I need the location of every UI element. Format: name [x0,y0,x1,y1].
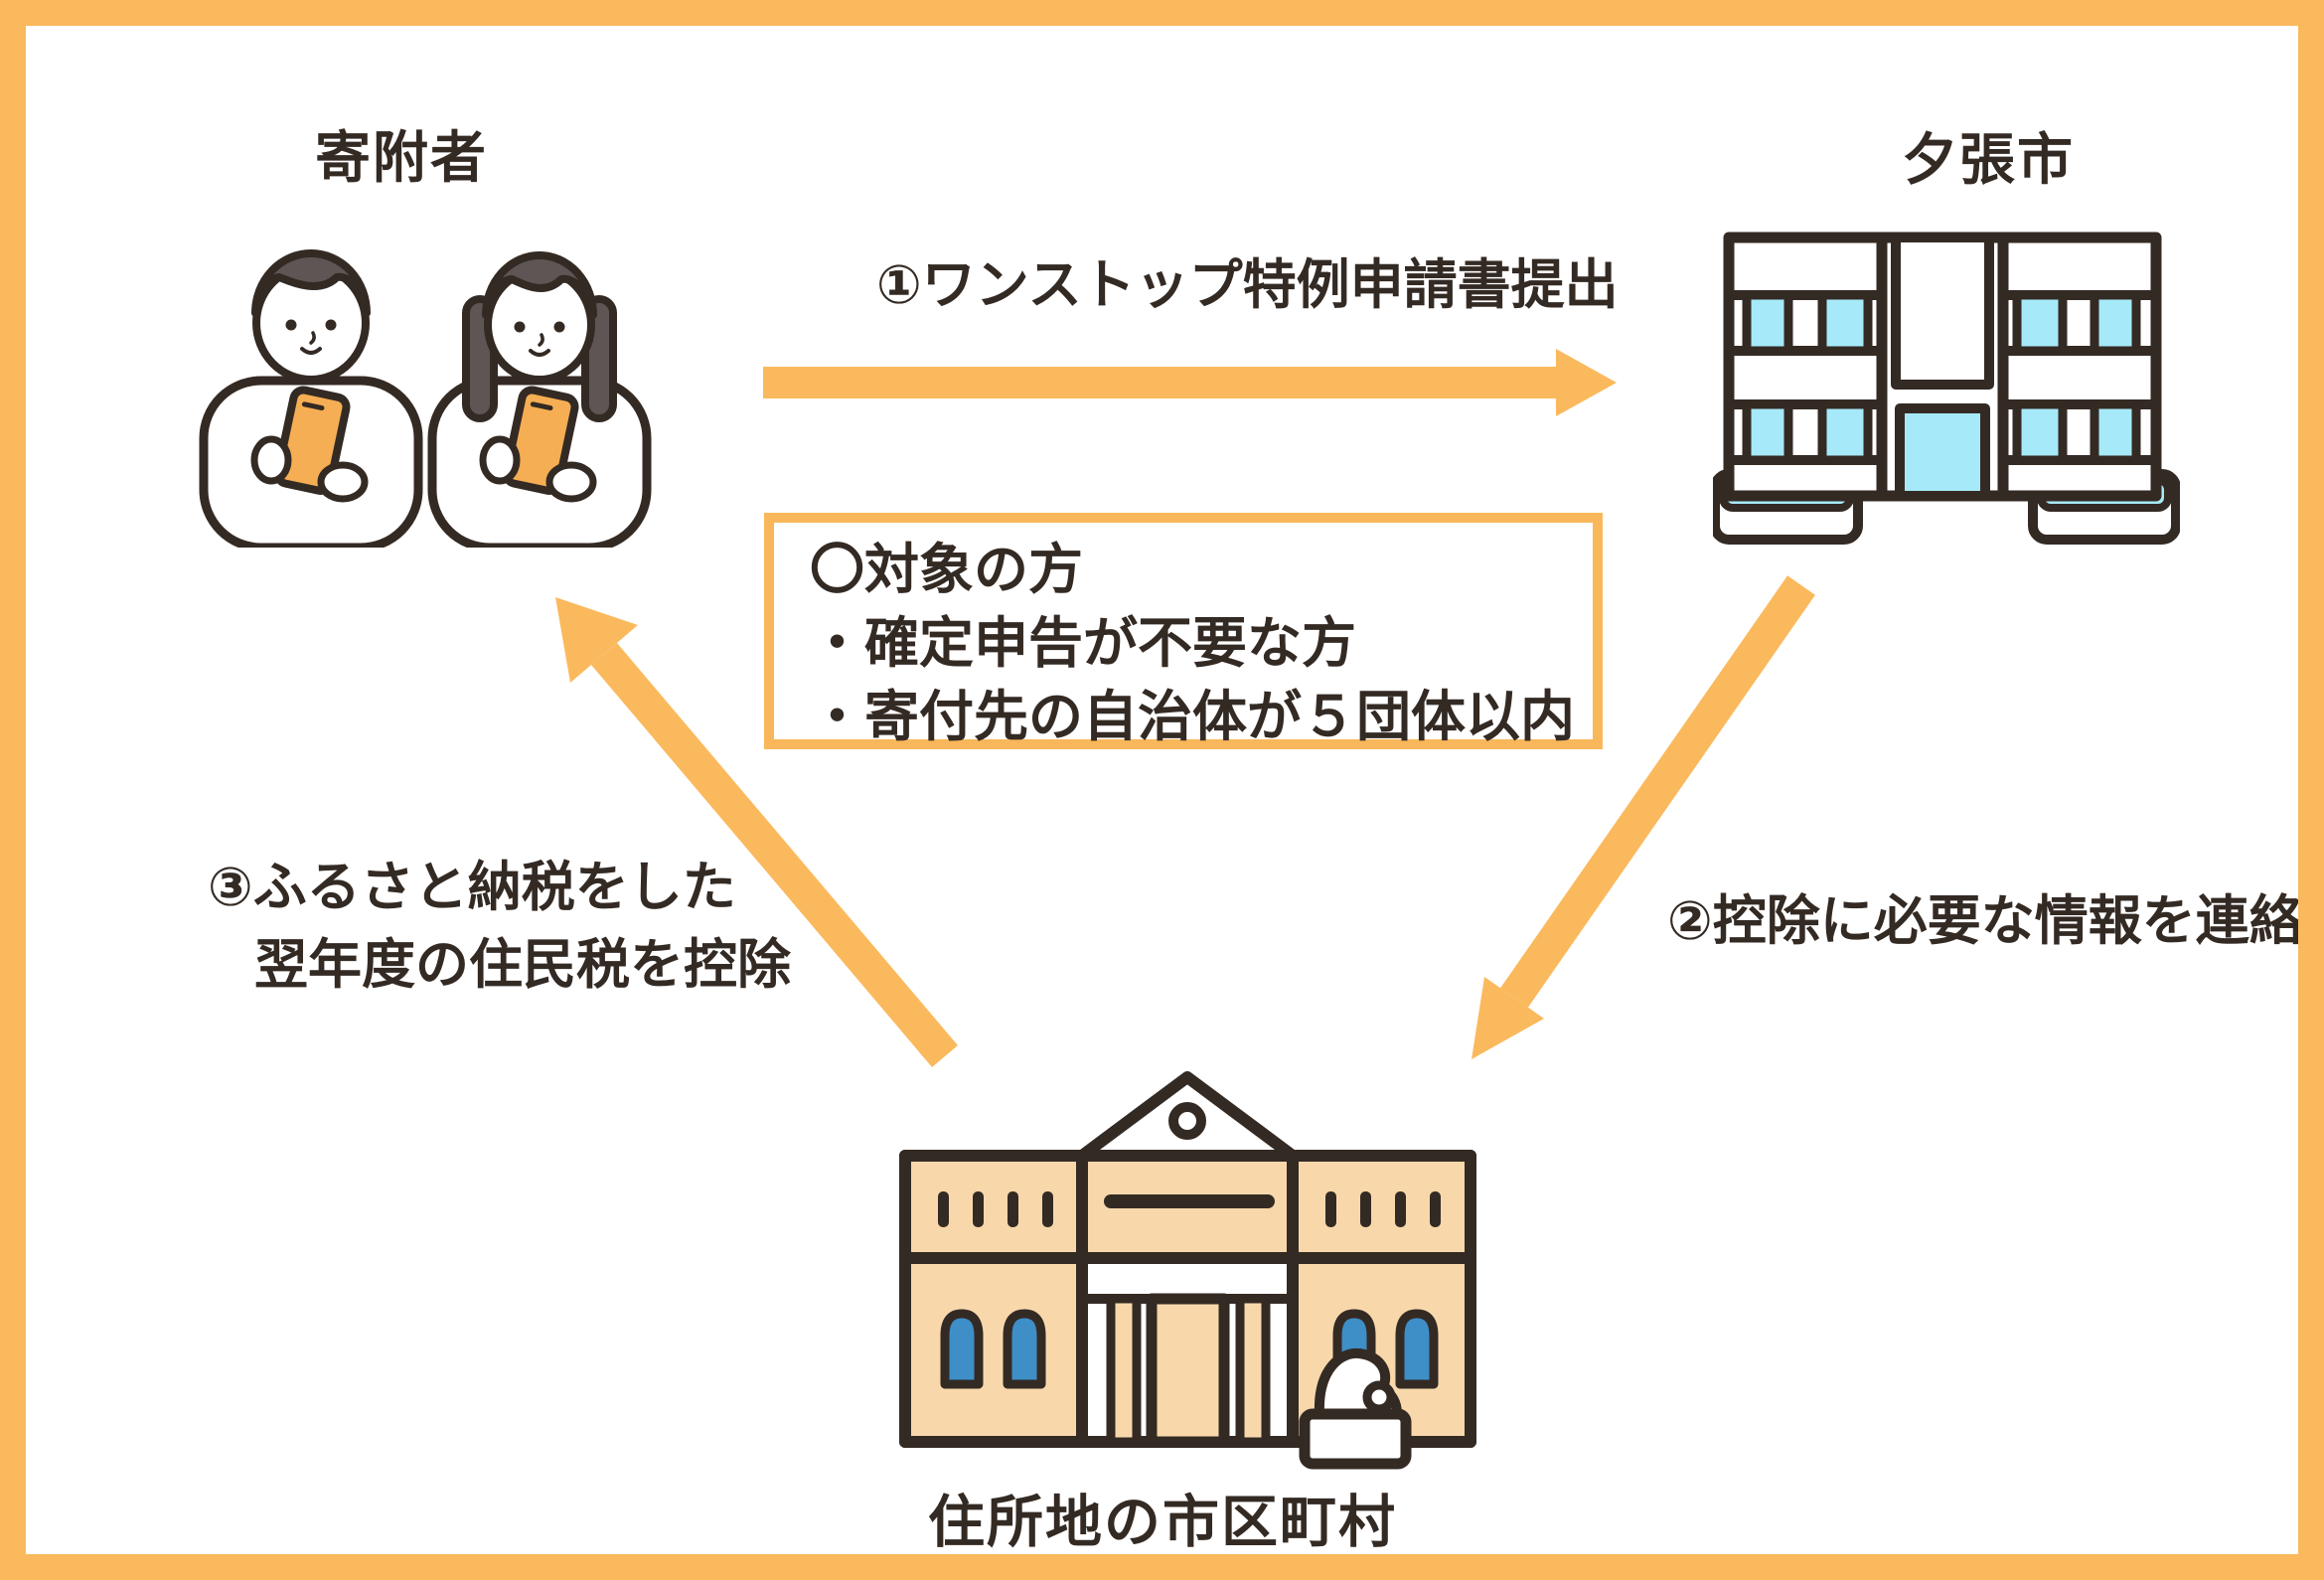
arrow-step3-label: ③ふるさと納税をした 翌年度の住民税を控除 [208,849,791,1004]
info-box-item-2: ・寄付先の自治体が５団体以内 [810,686,1576,747]
arrow-step1-icon [763,349,1617,416]
statue-icon [1299,1347,1412,1470]
woman-with-phone-icon [427,251,652,548]
municipal-hall-icon [899,1071,1476,1470]
arrow-step1-label: ①ワンストップ特例申請書提出 [876,255,1619,315]
info-box-title: 〇対象の方 [810,539,1084,600]
arrow-step2-icon [1472,575,1815,1059]
arrow-step2-label: ②控除に必要な情報を連絡 [1667,891,2303,951]
arrow-step3-label-line1: ③ふるさと納税をした [208,858,736,917]
man-with-phone-icon [199,249,423,548]
municipality-label: 住所地の市区町村 [928,1491,1397,1554]
city-office-building-icon [1713,232,2180,545]
info-box-item-1: ・確定申告が不要な方 [810,612,1357,674]
eligibility-info-box: 〇対象の方 ・確定申告が不要な方 ・寄付先の自治体が５団体以内 [764,513,1603,749]
donor-illustration [199,249,652,548]
arrow-step3-icon [555,597,958,1067]
arrow-step3-label-line2: 翌年度の住民税を控除 [254,935,791,995]
flow-arrows-layer [555,349,1815,1067]
yubari-city-label: 夕張市 [1902,128,2075,191]
donor-label: 寄附者 [315,126,488,189]
